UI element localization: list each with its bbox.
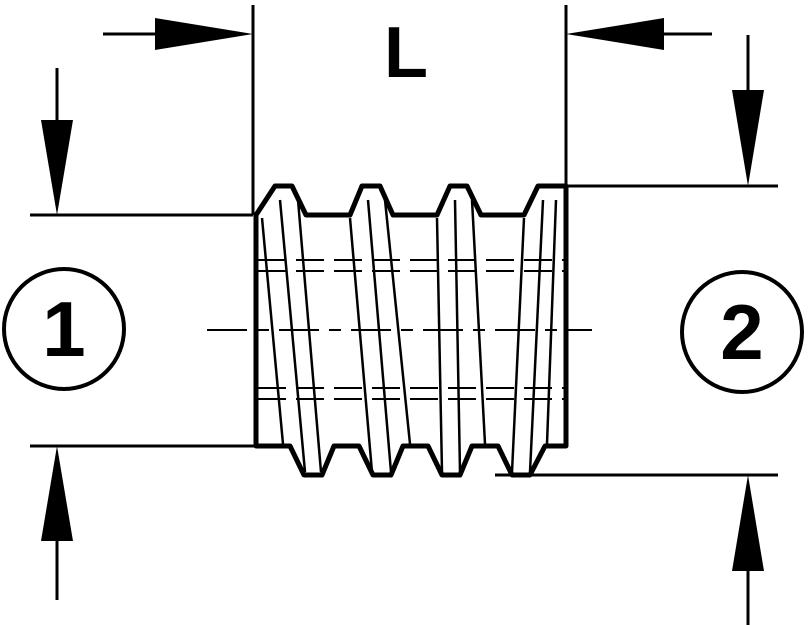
diameter-2-arrow-top-head — [732, 90, 764, 186]
thread-line — [366, 199, 393, 473]
diameter-1-arrow-top-head — [41, 120, 73, 215]
thread-line — [383, 199, 412, 445]
thread-helix-lines — [260, 199, 558, 473]
diameter-1-dimension — [30, 68, 256, 600]
callout-2-number: 2 — [720, 288, 763, 376]
length-arrow-right-head — [566, 18, 664, 50]
threaded-insert — [207, 183, 592, 478]
thread-line — [470, 199, 487, 445]
thread-line — [510, 217, 526, 473]
callout-1-circle — [2, 267, 126, 391]
callout-1: 1 — [2, 267, 126, 391]
hidden-bore-lines — [258, 259, 564, 400]
callout-2: 2 — [680, 270, 804, 394]
thread-line — [545, 199, 558, 445]
diameter-2-arrow-bottom-head — [732, 475, 764, 571]
length-label: L — [384, 13, 428, 93]
callout-2-circle — [680, 270, 804, 394]
thread-line — [453, 199, 462, 473]
length-arrow-left-head — [155, 18, 253, 50]
thread-line — [296, 199, 323, 473]
thread-line — [260, 217, 285, 445]
thread-line — [528, 199, 545, 473]
callout-1-number: 1 — [42, 285, 85, 373]
diameter-1-arrow-bottom-head — [41, 446, 73, 541]
thread-line — [278, 199, 307, 473]
